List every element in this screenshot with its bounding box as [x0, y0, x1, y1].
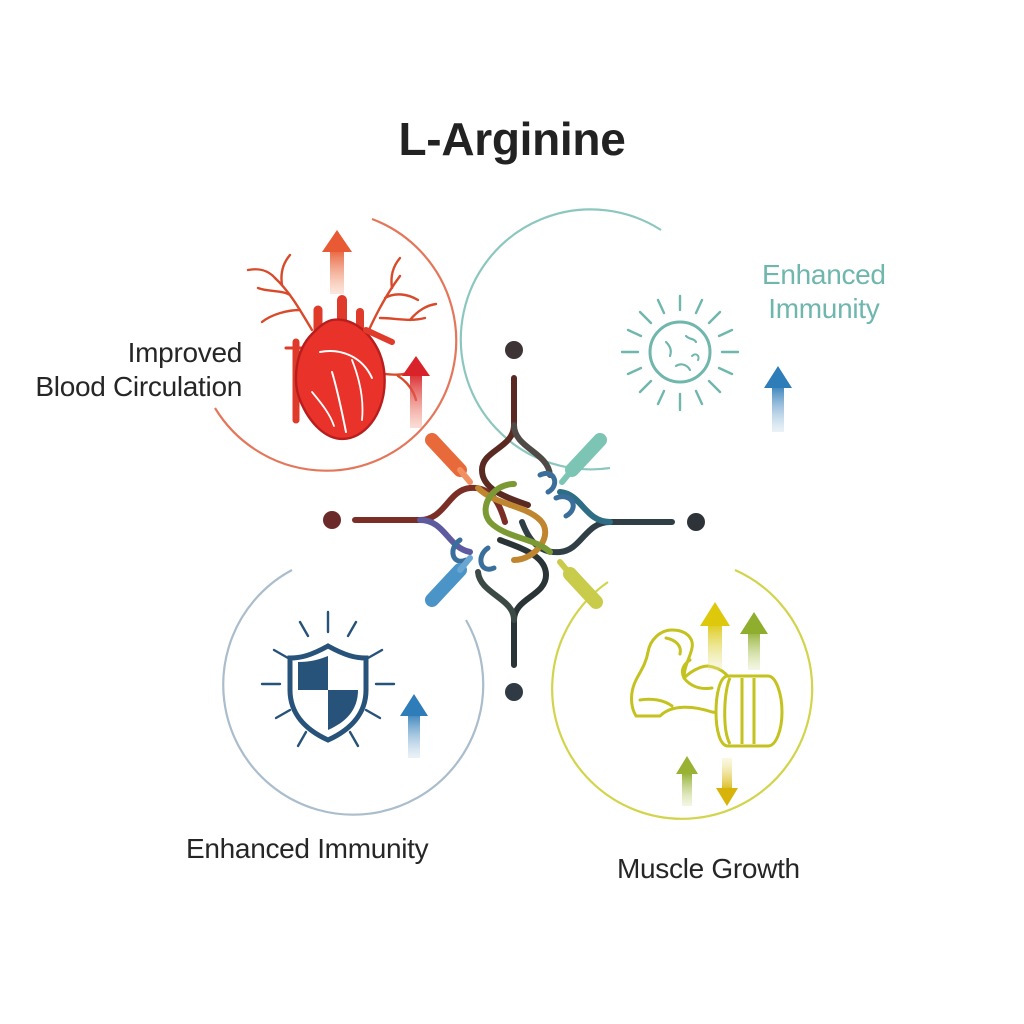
- connector-muscle: [563, 567, 603, 609]
- circulation-up-arrow-top: [322, 230, 352, 294]
- shield-icon: [260, 610, 396, 748]
- label-enhanced-immunity-bottom: Enhanced Immunity: [186, 833, 429, 864]
- label-line: Immunity: [768, 293, 880, 324]
- connector-immunity-top: [565, 433, 607, 477]
- circulation-up-arrow-bottom: [402, 356, 430, 428]
- hub-node-bottom: [505, 683, 523, 701]
- dumbbell-plate-icon: [714, 674, 784, 748]
- label-line: Improved: [127, 337, 243, 368]
- circulation-circle: [214, 217, 458, 472]
- page-title: L-Arginine: [398, 113, 626, 165]
- heart-icon: [246, 253, 438, 441]
- central-hub: [323, 341, 705, 701]
- immunity-top-circle: [459, 208, 662, 471]
- label-line: Enhanced: [762, 259, 886, 290]
- hub-node-top: [505, 341, 523, 359]
- immunity-bottom-circle: [222, 569, 485, 816]
- immunity-top-up-arrow: [764, 366, 792, 432]
- connector-circulation: [425, 433, 467, 477]
- hub-node-left: [323, 511, 341, 529]
- muscle-up-arrow-green: [740, 612, 768, 670]
- label-improved-blood-circulation: Improved Blood Circulation: [35, 336, 242, 404]
- muscle-up-arrow-small: [676, 756, 698, 806]
- hub-node-right: [687, 513, 705, 531]
- muscle-up-arrow-yellow: [700, 602, 730, 670]
- label-line: Blood Circulation: [35, 371, 242, 402]
- muscle-circle: [551, 568, 814, 820]
- muscle-down-arrow: [716, 758, 738, 806]
- immunity-bottom-up-arrow: [400, 694, 428, 758]
- cell-icon: [620, 294, 740, 412]
- label-enhanced-immunity-top: Enhanced Immunity: [762, 258, 886, 326]
- label-muscle-growth: Muscle Growth: [617, 853, 800, 884]
- connector-immunity-bottom: [425, 563, 467, 607]
